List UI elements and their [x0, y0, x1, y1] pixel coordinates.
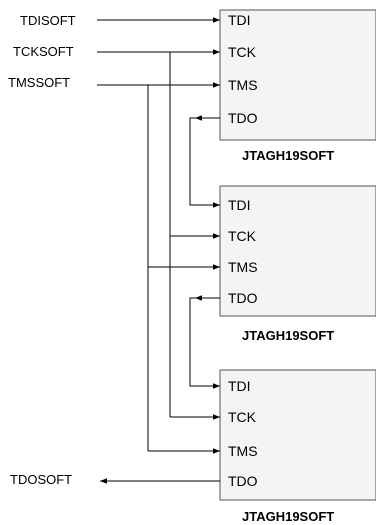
block3-pin-tms: TMS: [228, 443, 258, 459]
block1-name: JTAGH19SOFT: [242, 148, 334, 163]
tdosoft-label: TDOSOFT: [10, 472, 72, 487]
block2-pin-tdi: TDI: [228, 197, 251, 213]
wire-tdo1-to-tdi2: [189, 117, 220, 206]
block1-pin-tms: TMS: [228, 77, 258, 93]
block3-name: JTAGH19SOFT: [242, 509, 334, 524]
block2-pin-tms: TMS: [228, 259, 258, 275]
block1-pin-tdi: TDI: [228, 12, 251, 28]
jtag-block-1: [219, 9, 376, 141]
tcksoft-label: TCKSOFT: [13, 44, 74, 59]
block1-pin-tck: TCK: [228, 44, 257, 60]
block1-pin-tdo: TDO: [228, 110, 258, 126]
block3-pin-tdo: TDO: [228, 473, 258, 489]
jtag-block-3: [219, 369, 376, 501]
block3-pin-tck: TCK: [228, 409, 257, 425]
block3-pin-tdi: TDI: [228, 378, 251, 394]
block2-pin-tck: TCK: [228, 228, 257, 244]
block2-pin-tdo: TDO: [228, 290, 258, 306]
tmssoft-label: TMSSOFT: [8, 75, 70, 90]
wire-tdo2-to-tdi3: [189, 297, 220, 387]
block2-name: JTAGH19SOFT: [242, 328, 334, 343]
tdisoft-label: TDISOFT: [20, 13, 76, 28]
jtag-block-2: [219, 185, 376, 317]
